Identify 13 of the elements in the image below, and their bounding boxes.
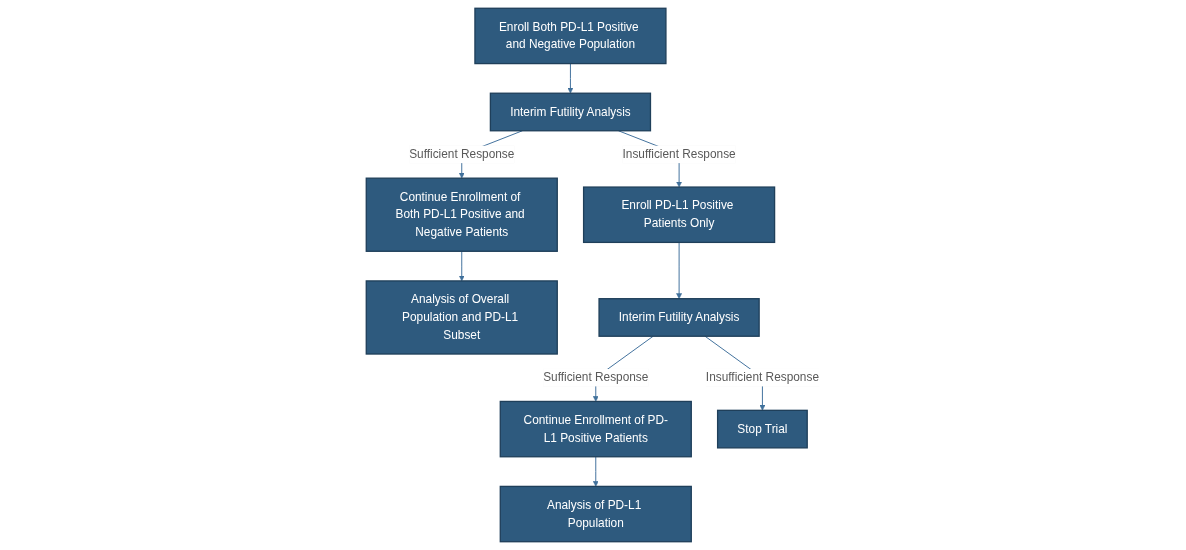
node-box: Interim Futility Analysis (598, 298, 761, 337)
node-box: Enroll PD-L1 Positive Patients Only (583, 186, 776, 244)
node-box: Analysis of Overall Population and PD-L1 Subset (366, 280, 559, 355)
node-box: Continue Enrollment of PD-L1 Positive Patients (500, 400, 693, 458)
node-box: Stop Trial (717, 409, 809, 449)
node-box: Continue Enrollment of Both PD-L1 Positive and Negative Patients (366, 177, 559, 252)
edge-label: Sufficient Response (409, 147, 515, 161)
node-box: Interim Futility Analysis (490, 92, 652, 132)
node-box: Analysis of PD-L1 Population (500, 485, 693, 543)
edge-label: Insufficient Response (706, 370, 820, 384)
edge-label: Insufficient Response (622, 147, 737, 161)
edge-label: Sufficient Response (543, 370, 649, 384)
node-box: Enroll Both PD-L1 Positive and Negative Population (474, 7, 667, 65)
